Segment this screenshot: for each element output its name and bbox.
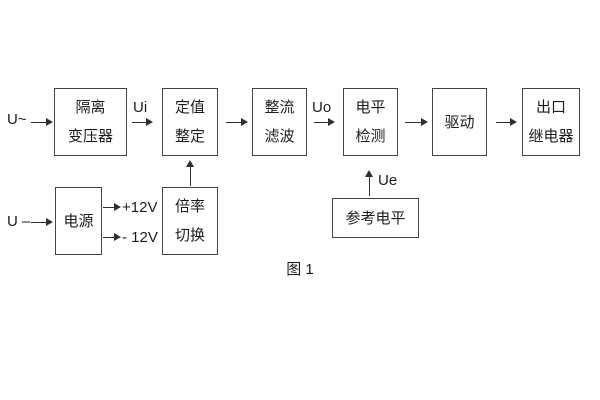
arrow-line — [31, 121, 47, 124]
arrowhead-right-icon — [510, 118, 517, 126]
block-label-line: 检测 — [355, 128, 386, 145]
arrow-power-to-pos12v — [103, 203, 121, 212]
block-label-line: 参考电平 — [345, 209, 406, 227]
signal-label-ui: Ui — [133, 99, 148, 116]
arrow-dc-input — [31, 218, 53, 227]
block-label-line: 倍率 — [174, 198, 205, 215]
block-label-line: 整流 — [264, 99, 295, 116]
signal-label-ue: Ue — [378, 172, 398, 189]
arrowhead-right-icon — [328, 118, 335, 126]
block-value-setting: 定值 整定 — [162, 88, 218, 156]
dc-input-label: U – — [7, 213, 31, 230]
arrow-line — [405, 121, 422, 124]
arrowhead-up-icon — [186, 160, 194, 167]
arrow-line — [368, 176, 371, 196]
arrowhead-right-icon — [46, 218, 53, 226]
block-label-line: 出口 — [535, 99, 566, 116]
arrowhead-right-icon — [421, 118, 428, 126]
arrow-line — [103, 206, 115, 209]
arrowhead-right-icon — [241, 118, 248, 126]
block-label-line: 整定 — [174, 128, 205, 145]
arrow-rectifier-to-detection — [314, 118, 335, 127]
arrowhead-right-icon — [46, 118, 53, 126]
arrow-setting-to-rectifier — [226, 118, 248, 127]
block-label-line: 定值 — [174, 99, 205, 116]
arrow-line — [226, 121, 242, 124]
arrowhead-right-icon — [114, 203, 121, 211]
block-drive: 驱动 — [432, 88, 487, 156]
arrow-drive-to-relay — [496, 118, 517, 127]
block-label-line: 变压器 — [67, 128, 113, 145]
arrow-line — [496, 121, 511, 124]
block-label-line: 滤波 — [264, 128, 295, 145]
arrow-line — [314, 121, 329, 124]
arrowhead-right-icon — [146, 118, 153, 126]
arrowhead-right-icon — [114, 233, 121, 241]
rail-label-neg12v: - 12V — [122, 229, 158, 246]
block-power-supply: 电源 — [55, 187, 102, 255]
arrow-detection-to-drive — [405, 118, 428, 127]
block-label-line: 切换 — [174, 227, 205, 244]
block-output-relay: 出口 继电器 — [522, 88, 580, 156]
figure-caption: 图 1 — [286, 261, 314, 278]
arrow-line — [189, 166, 192, 186]
arrow-ac-input — [31, 118, 53, 127]
rail-label-pos12v: +12V — [122, 199, 158, 216]
block-label-line: 驱动 — [444, 113, 475, 131]
signal-label-uo: Uo — [312, 99, 332, 116]
arrow-power-to-neg12v — [103, 233, 121, 242]
arrow-line — [31, 221, 47, 224]
block-isolation-transformer: 隔离 变压器 — [54, 88, 127, 156]
arrow-line — [103, 236, 115, 239]
block-rectifier-filter: 整流 滤波 — [252, 88, 307, 156]
arrow-reference-to-detection — [365, 170, 374, 196]
arrow-line — [132, 121, 147, 124]
block-label-line: 继电器 — [528, 128, 574, 145]
block-label-line: 隔离 — [75, 99, 106, 116]
block-level-detection: 电平 检测 — [343, 88, 398, 156]
arrowhead-up-icon — [365, 170, 373, 177]
block-label-line: 电平 — [355, 99, 386, 116]
block-label-line: 电源 — [63, 212, 94, 230]
ac-input-label: U~ — [7, 111, 27, 128]
block-ratio-switch: 倍率 切换 — [162, 187, 218, 255]
block-reference-level: 参考电平 — [332, 198, 419, 238]
arrow-ratio-to-setting — [186, 160, 195, 186]
arrow-transformer-to-setting — [132, 118, 153, 127]
